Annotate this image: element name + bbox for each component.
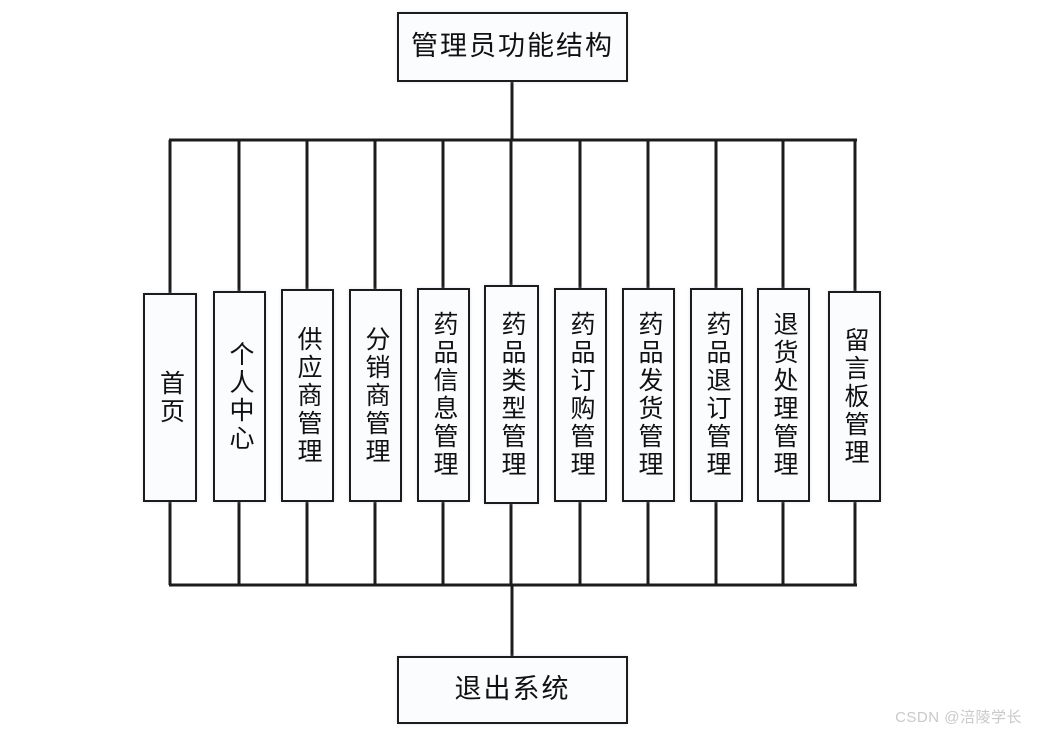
leaf-node-label: 药品类型管理 <box>498 310 525 479</box>
leaf-node-label: 供应商管理 <box>294 325 321 466</box>
leaf-node[interactable]: 药品类型管理 <box>484 285 539 504</box>
leaf-node-label: 留言板管理 <box>841 326 868 467</box>
leaf-node[interactable]: 个人中心 <box>213 291 266 502</box>
leaf-node-label: 药品订购管理 <box>567 311 594 479</box>
leaf-node-label: 首页 <box>156 369 184 426</box>
leaf-node[interactable]: 药品发货管理 <box>622 288 675 502</box>
leaf-node[interactable]: 药品退订管理 <box>690 288 743 502</box>
leaf-node[interactable]: 退货处理管理 <box>757 288 810 502</box>
leaf-node[interactable]: 药品订购管理 <box>554 288 607 502</box>
root-node-admin-function-structure[interactable]: 管理员功能结构 <box>397 12 628 82</box>
csdn-watermark: CSDN @涪陵学长 <box>895 709 1022 726</box>
leaf-node-label: 药品发货管理 <box>635 311 662 479</box>
leaf-node[interactable]: 供应商管理 <box>281 289 334 502</box>
leaf-node-label: 药品信息管理 <box>430 311 457 479</box>
leaf-node-label: 退货处理管理 <box>770 311 797 479</box>
leaf-node-label: 个人中心 <box>226 340 253 453</box>
leaf-node[interactable]: 首页 <box>143 293 197 502</box>
root-node-label: 管理员功能结构 <box>411 31 614 62</box>
leaf-node-label: 药品退订管理 <box>703 311 730 479</box>
leaf-node[interactable]: 药品信息管理 <box>417 288 470 502</box>
exit-node-logout[interactable]: 退出系统 <box>397 656 628 724</box>
leaf-node-label: 分销商管理 <box>362 325 389 466</box>
leaf-node[interactable]: 留言板管理 <box>828 291 881 502</box>
leaf-node[interactable]: 分销商管理 <box>349 289 402 502</box>
exit-node-label: 退出系统 <box>454 674 571 705</box>
